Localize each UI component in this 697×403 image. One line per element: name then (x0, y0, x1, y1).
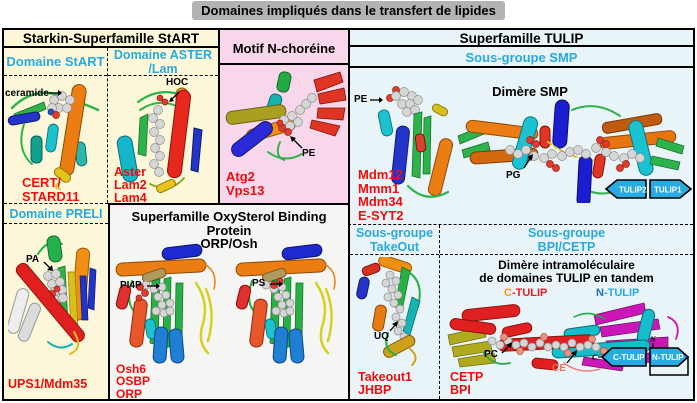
diagram-n-terminus: N (649, 335, 657, 344)
ligand-label-pi4p: PI4P (120, 280, 142, 291)
protein-structure-takeout (356, 257, 421, 366)
ligand-label-ps: PS (252, 278, 266, 289)
bpi-subgroup-header: Sous-groupe BPI/CETP (440, 225, 693, 255)
tulip-superfamily-header: Superfamille TULIP (348, 30, 693, 47)
ligand-label-pe-smp: PE (354, 94, 368, 105)
protein-structure-cetp (447, 302, 679, 372)
panel-smp: PE Dimère SMP (348, 68, 693, 225)
protein-structure-chorein (225, 71, 347, 161)
protein-names-ups1: UPS1/Mdm35 (8, 377, 88, 391)
protein-structure-smp-dimer (457, 99, 685, 203)
panel-bpi-cetp: Sous-groupe BPI/CETP Dimère intramolécul… (440, 225, 693, 399)
label-n-tulip: N-TULIP (596, 287, 640, 299)
figure-title: Domaines impliqués dans le transfert de … (192, 1, 505, 20)
label-c-tulip: C-TULIP (504, 287, 548, 299)
badge-tulip1: TULIP1 (654, 186, 682, 195)
chorein-header: Motif N-choréine (220, 30, 348, 65)
domain-start-header: Domaine StART (4, 48, 107, 76)
pe-chorein-arrow (290, 136, 303, 149)
panel-domain-start: Domaine StART ceramide CERT/ STARD11 (4, 48, 108, 203)
panel-domain-preli: Domaine PRELI PA UPS1/Mdm35 (4, 203, 108, 399)
ce-arrow (566, 350, 577, 364)
protein-names-chorein: Atg2 Vps13 (226, 169, 265, 198)
protein-names-cert: CERT/ STARD11 (22, 175, 80, 203)
pg-arrow (523, 154, 533, 169)
diagram-badge-c-tulip: C-TULIP (613, 353, 645, 362)
protein-names-cetp: CETP BPI (450, 370, 484, 397)
tulip-tandem-diagram: C N C-TULIP N-TULIP (592, 335, 690, 376)
panel-oxysterol: Superfamille OxySterol Binding Protein O… (108, 203, 348, 399)
panel-domain-aster: Domaine ASTER /Lam HOC Aster Lam2 (108, 48, 218, 203)
ps-arrow (270, 281, 283, 287)
ligand-label-ce: CE (552, 363, 566, 374)
panel-takeout: Sous-groupe TakeOut UQ Takeout1 (348, 225, 440, 399)
pi4p-arrow (147, 283, 160, 289)
takeout-subgroup-header: Sous-groupe TakeOut (350, 225, 439, 255)
tulip-domain-badges: TULIP2 TULIP1 (604, 179, 693, 199)
protein-structure-smp-monomer (377, 86, 454, 198)
ligand-label-hoc: HOC (166, 77, 189, 88)
bpi-dimer-caption: Dimère intramoléculaire de domaines TULI… (479, 258, 654, 285)
ligand-label-uq: UQ (374, 331, 389, 342)
protein-names-osh: Osh6 OSBP ORP (116, 362, 151, 399)
starkin-superfamily-header: Starkin-Superfamille StART (4, 30, 218, 48)
protein-names-takeout: Takeout1 JHBP (358, 370, 412, 397)
protein-names-smp: Mdm12 Mmm1 Mdm34 E-SYT2 (358, 167, 404, 223)
pa-arrow (43, 261, 53, 271)
protein-structure-cert (7, 83, 100, 190)
diagram-c-terminus: C (592, 353, 598, 362)
panel-chorein-motif: Motif N-choréine PE Atg2 Vps13 (218, 30, 348, 203)
protein-structure-osh-left (115, 243, 216, 364)
oxysterol-header: Superfamille OxySterol Binding Protein O… (131, 209, 327, 252)
badge-tulip2: TULIP2 (619, 186, 647, 195)
smp-subgroup-header: Sous-groupe SMP (348, 47, 693, 68)
protein-names-aster: Aster Lam2 Lam4 (114, 165, 147, 204)
protein-structure-ups1 (8, 235, 97, 355)
uq-arrow (389, 321, 398, 332)
ligand-label-pe-chorein: PE (302, 148, 316, 159)
diagram-badge-n-tulip: N-TULIP (652, 353, 684, 362)
ligand-label-pg: PG (506, 170, 521, 181)
pc-arrow (501, 342, 512, 354)
hoc-arrow (169, 91, 180, 102)
pe-smp-arrow (370, 97, 383, 103)
domain-preli-header: Domaine PRELI (4, 204, 108, 224)
ceramide-arrow (49, 90, 62, 96)
ligand-label-pc: PC (484, 349, 498, 360)
ligand-label-pa: PA (26, 254, 40, 265)
domain-aster-header: Domaine ASTER /Lam (108, 48, 218, 76)
ligand-label-ceramide: ceramide (5, 88, 49, 99)
protein-structure-osh-right (235, 243, 336, 364)
smp-dimer-caption: Dimère SMP (492, 84, 568, 99)
protein-structure-aster (116, 87, 203, 194)
figure-title-bar: Domaines impliqués dans le transfert de … (0, 1, 697, 20)
